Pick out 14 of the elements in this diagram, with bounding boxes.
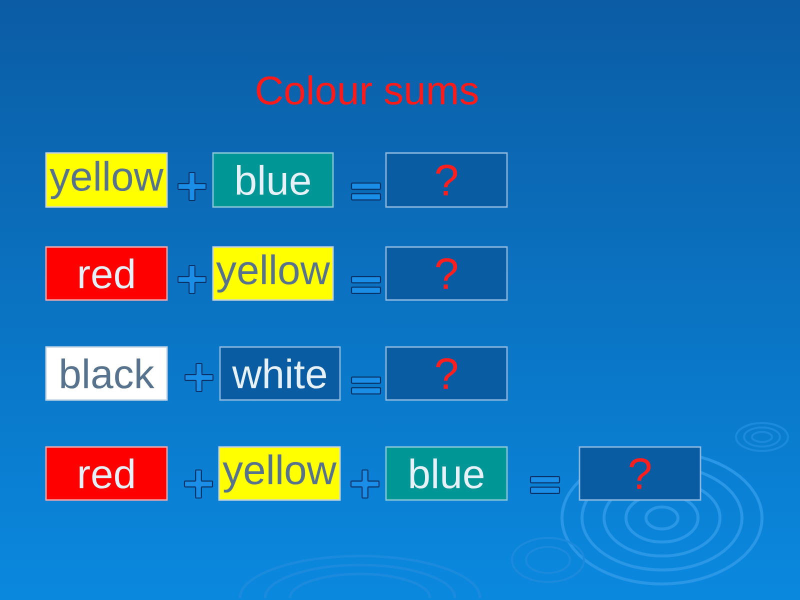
- answer-box: ?: [385, 152, 508, 208]
- answer-box: ?: [385, 346, 508, 401]
- word-box: blue: [212, 152, 334, 208]
- word-box: black: [45, 346, 168, 401]
- answer-box: ?: [385, 246, 508, 301]
- word-box: red: [45, 446, 168, 501]
- word-box: blue: [385, 446, 508, 501]
- word-box: white: [219, 346, 341, 401]
- word-box: yellow: [45, 152, 168, 208]
- word-box: red: [45, 246, 168, 301]
- word-box: yellow: [218, 446, 341, 501]
- title: Colour sums: [256, 75, 478, 105]
- word-box: yellow: [212, 246, 334, 301]
- answer-box: ?: [578, 446, 702, 501]
